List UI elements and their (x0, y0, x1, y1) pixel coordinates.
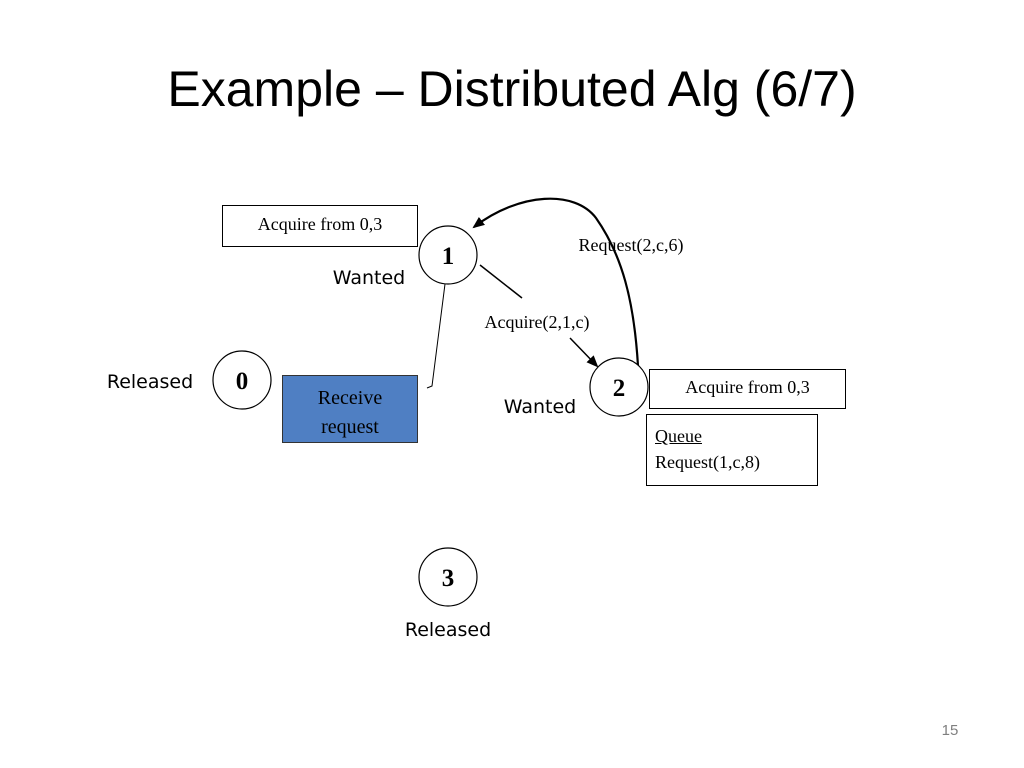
node-1: 1 (418, 225, 478, 285)
node-3-state: Released (405, 619, 491, 641)
queue-item: Request(1,c,8) (655, 452, 760, 472)
edge-label-acquire: Acquire(2,1,c) (485, 312, 590, 333)
node-2-circle (589, 357, 649, 417)
node-2-state: Wanted (504, 396, 576, 418)
node-1-state: Wanted (333, 267, 405, 289)
node-1-circle (418, 225, 478, 285)
node-0: 0 (212, 350, 272, 410)
page-number: 15 (941, 722, 959, 739)
node-2: 2 (589, 357, 649, 417)
node-1-label: 1 (442, 243, 455, 270)
edge-acquire-1-to-2-end (569, 337, 599, 368)
slide-title: Example – Distributed Alg (6/7) (167, 61, 857, 117)
node-3: 3 (418, 547, 478, 607)
node-0-circle (212, 350, 272, 410)
receive-request-box: Receive request (282, 375, 418, 443)
node-1-acquire-box: Acquire from 0,3 (222, 205, 418, 247)
edge-request-2-to-1 (472, 197, 640, 367)
node-3-label: 3 (442, 565, 455, 592)
node-2-label: 2 (613, 375, 626, 402)
node-0-state: Released (107, 371, 193, 393)
receive-request-line-2: request (321, 416, 379, 438)
node-2-queue-box: Queue Request(1,c,8) (646, 414, 818, 486)
node-3-circle (418, 547, 478, 607)
receive-request-line-1: Receive (317, 387, 383, 409)
edge-acquire-1-to-2-start (479, 264, 523, 299)
node-0-label: 0 (236, 368, 249, 395)
callout-line (426, 283, 446, 389)
node-2-acquire-box: Acquire from 0,3 (649, 369, 846, 409)
edge-label-request: Request(2,c,6) (579, 235, 684, 256)
queue-heading: Queue (655, 426, 702, 446)
